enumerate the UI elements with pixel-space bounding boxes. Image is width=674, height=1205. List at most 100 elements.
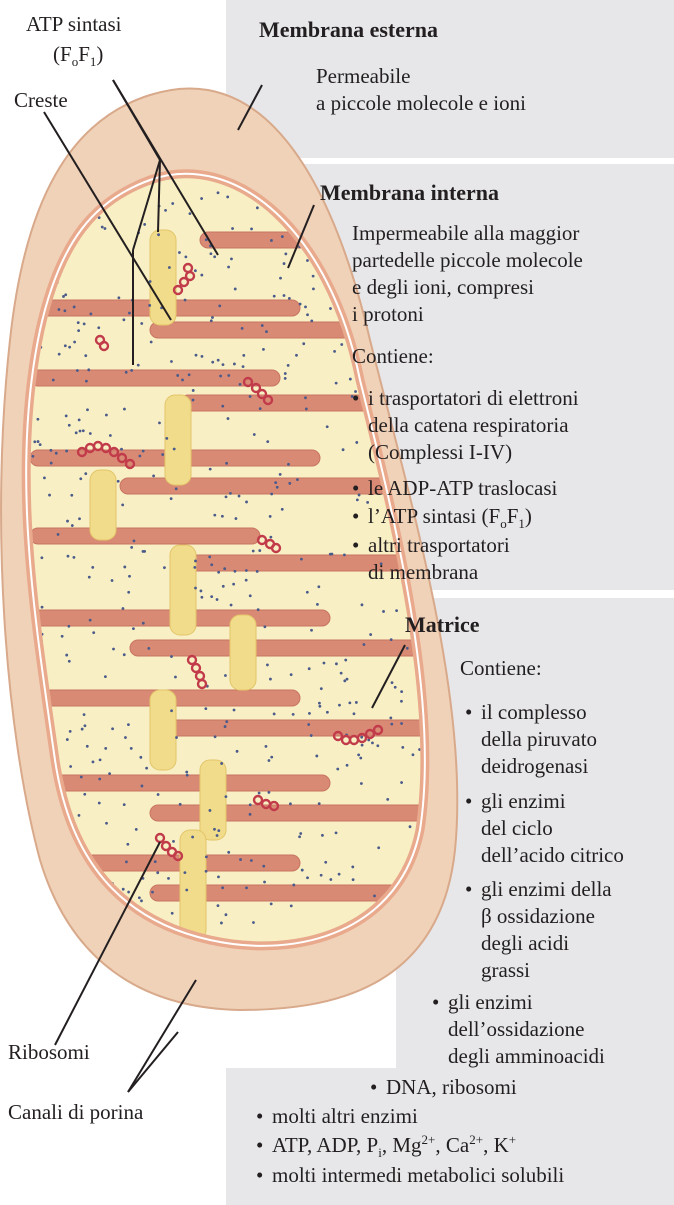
matrix-particle [252,921,255,924]
matrix-bullet-3-line-4: grassi [481,958,530,983]
matrix-particle [213,828,216,831]
matrix-particle [349,378,352,381]
bullet-sup: 2+ [422,1132,436,1147]
matrix-particle [55,452,58,455]
bullet-text: grassi [481,958,530,982]
matrix-particle [391,681,394,684]
matrix-particle [306,591,309,594]
matrix-particle [222,363,225,366]
matrix-particle [161,453,164,456]
matrix-particle [308,712,311,715]
matrix-particle [273,295,276,298]
matrix-particle [158,421,161,424]
matrix-particle [394,686,397,689]
matrix-particle [104,227,107,230]
matrix-particle [263,881,266,884]
matrix-particle [262,865,265,868]
matrix-particle [222,585,225,588]
inner-membrane-line-1: Impermeabile alla maggior [352,221,579,246]
matrix-particle [346,764,349,767]
matrix-particle [200,274,203,277]
matrix-particle [290,673,293,676]
matrix-particle [125,860,128,863]
matrix-particle [217,359,220,362]
matrix-particle [142,622,145,625]
matrix-particle [127,591,130,594]
matrix-particle [173,448,176,451]
crista-connector [170,545,196,635]
matrix-particle [308,667,311,670]
matrix-particle [359,757,362,760]
matrix-particle [86,408,89,411]
matrix-particle [157,793,160,796]
matrix-particle [157,233,160,236]
inner-bullet-2: •le ADP-ATP traslocasi [352,476,557,501]
matrix-particle [401,746,404,749]
matrix-particle [73,556,76,559]
matrix-particle [320,687,323,690]
bullet-text: le ADP-ATP traslocasi [368,476,557,500]
matrix-bullet-2: •gli enzimi [465,789,566,814]
matrix-particle [355,701,358,704]
matrix-particle [320,874,323,877]
matrix-particle [361,603,364,606]
matrix-particle [234,288,237,291]
inner-bullet-4: •altri trasportatori [352,533,510,558]
matrix-particle [321,834,324,837]
matrix-particle [57,533,60,536]
crista-fold [130,640,440,656]
matrix-particle [295,354,298,357]
inner-bullet-4-line-2: di membrana [368,560,478,585]
matrix-particle [141,785,144,788]
matrix-particle [382,610,385,613]
matrix-particle [225,795,228,798]
matrix-particle [89,312,92,315]
matrix-particle [284,372,287,375]
matrix-particle [41,882,44,885]
matrix-particle [85,380,88,383]
bullet-dot: • [256,1133,272,1158]
matrix-particle [220,762,223,765]
atp-synthase-label-text: ATP sintasi [26,12,121,36]
matrix-particle [323,662,326,665]
matrix-particle [252,550,255,553]
matrix-particle [171,202,174,205]
matrix-particle [250,228,253,231]
atp-formula-close: ) [96,42,103,66]
matrix-particle [229,492,232,495]
matrix-particle [266,440,269,443]
crista-connector [180,830,206,940]
matrix-particle [284,377,287,380]
matrix-particle [172,840,175,843]
matrix-particle [281,235,284,238]
bullet-text: , Ca [435,1133,469,1157]
matrix-bullet-8: •molti intermedi metabolici solubili [256,1163,564,1188]
matrix-particle [78,517,81,520]
matrix-particle [279,473,282,476]
crista-connector [90,470,116,540]
bullet-text: gli enzimi della [481,877,612,901]
matrix-particle [168,266,171,269]
matrix-particle [191,836,194,839]
matrix-particle [148,304,151,307]
matrix-particle [253,433,256,436]
matrix-particle [200,197,203,200]
leader-line-porin-2 [128,1032,178,1092]
matrix-particle [343,679,346,682]
matrix-particle [92,631,95,634]
ribosomi-label: Ribosomi [8,1040,90,1065]
matrix-particle [79,477,82,480]
crista-connector [200,760,226,840]
bullet-text: altri trasportatori [368,533,510,557]
matrix-particle [117,480,120,483]
matrix-particle [265,745,268,748]
matrix-particle [58,353,61,356]
matrix-particle [242,354,245,357]
bullet-text: DNA, ribosomi [386,1075,517,1099]
matrix-particle [318,705,321,708]
matrix-particle [307,723,310,726]
matrix-particle [195,354,198,357]
matrix-particle [170,655,173,658]
matrix-particle [346,678,349,681]
matrix-particle [266,664,269,667]
